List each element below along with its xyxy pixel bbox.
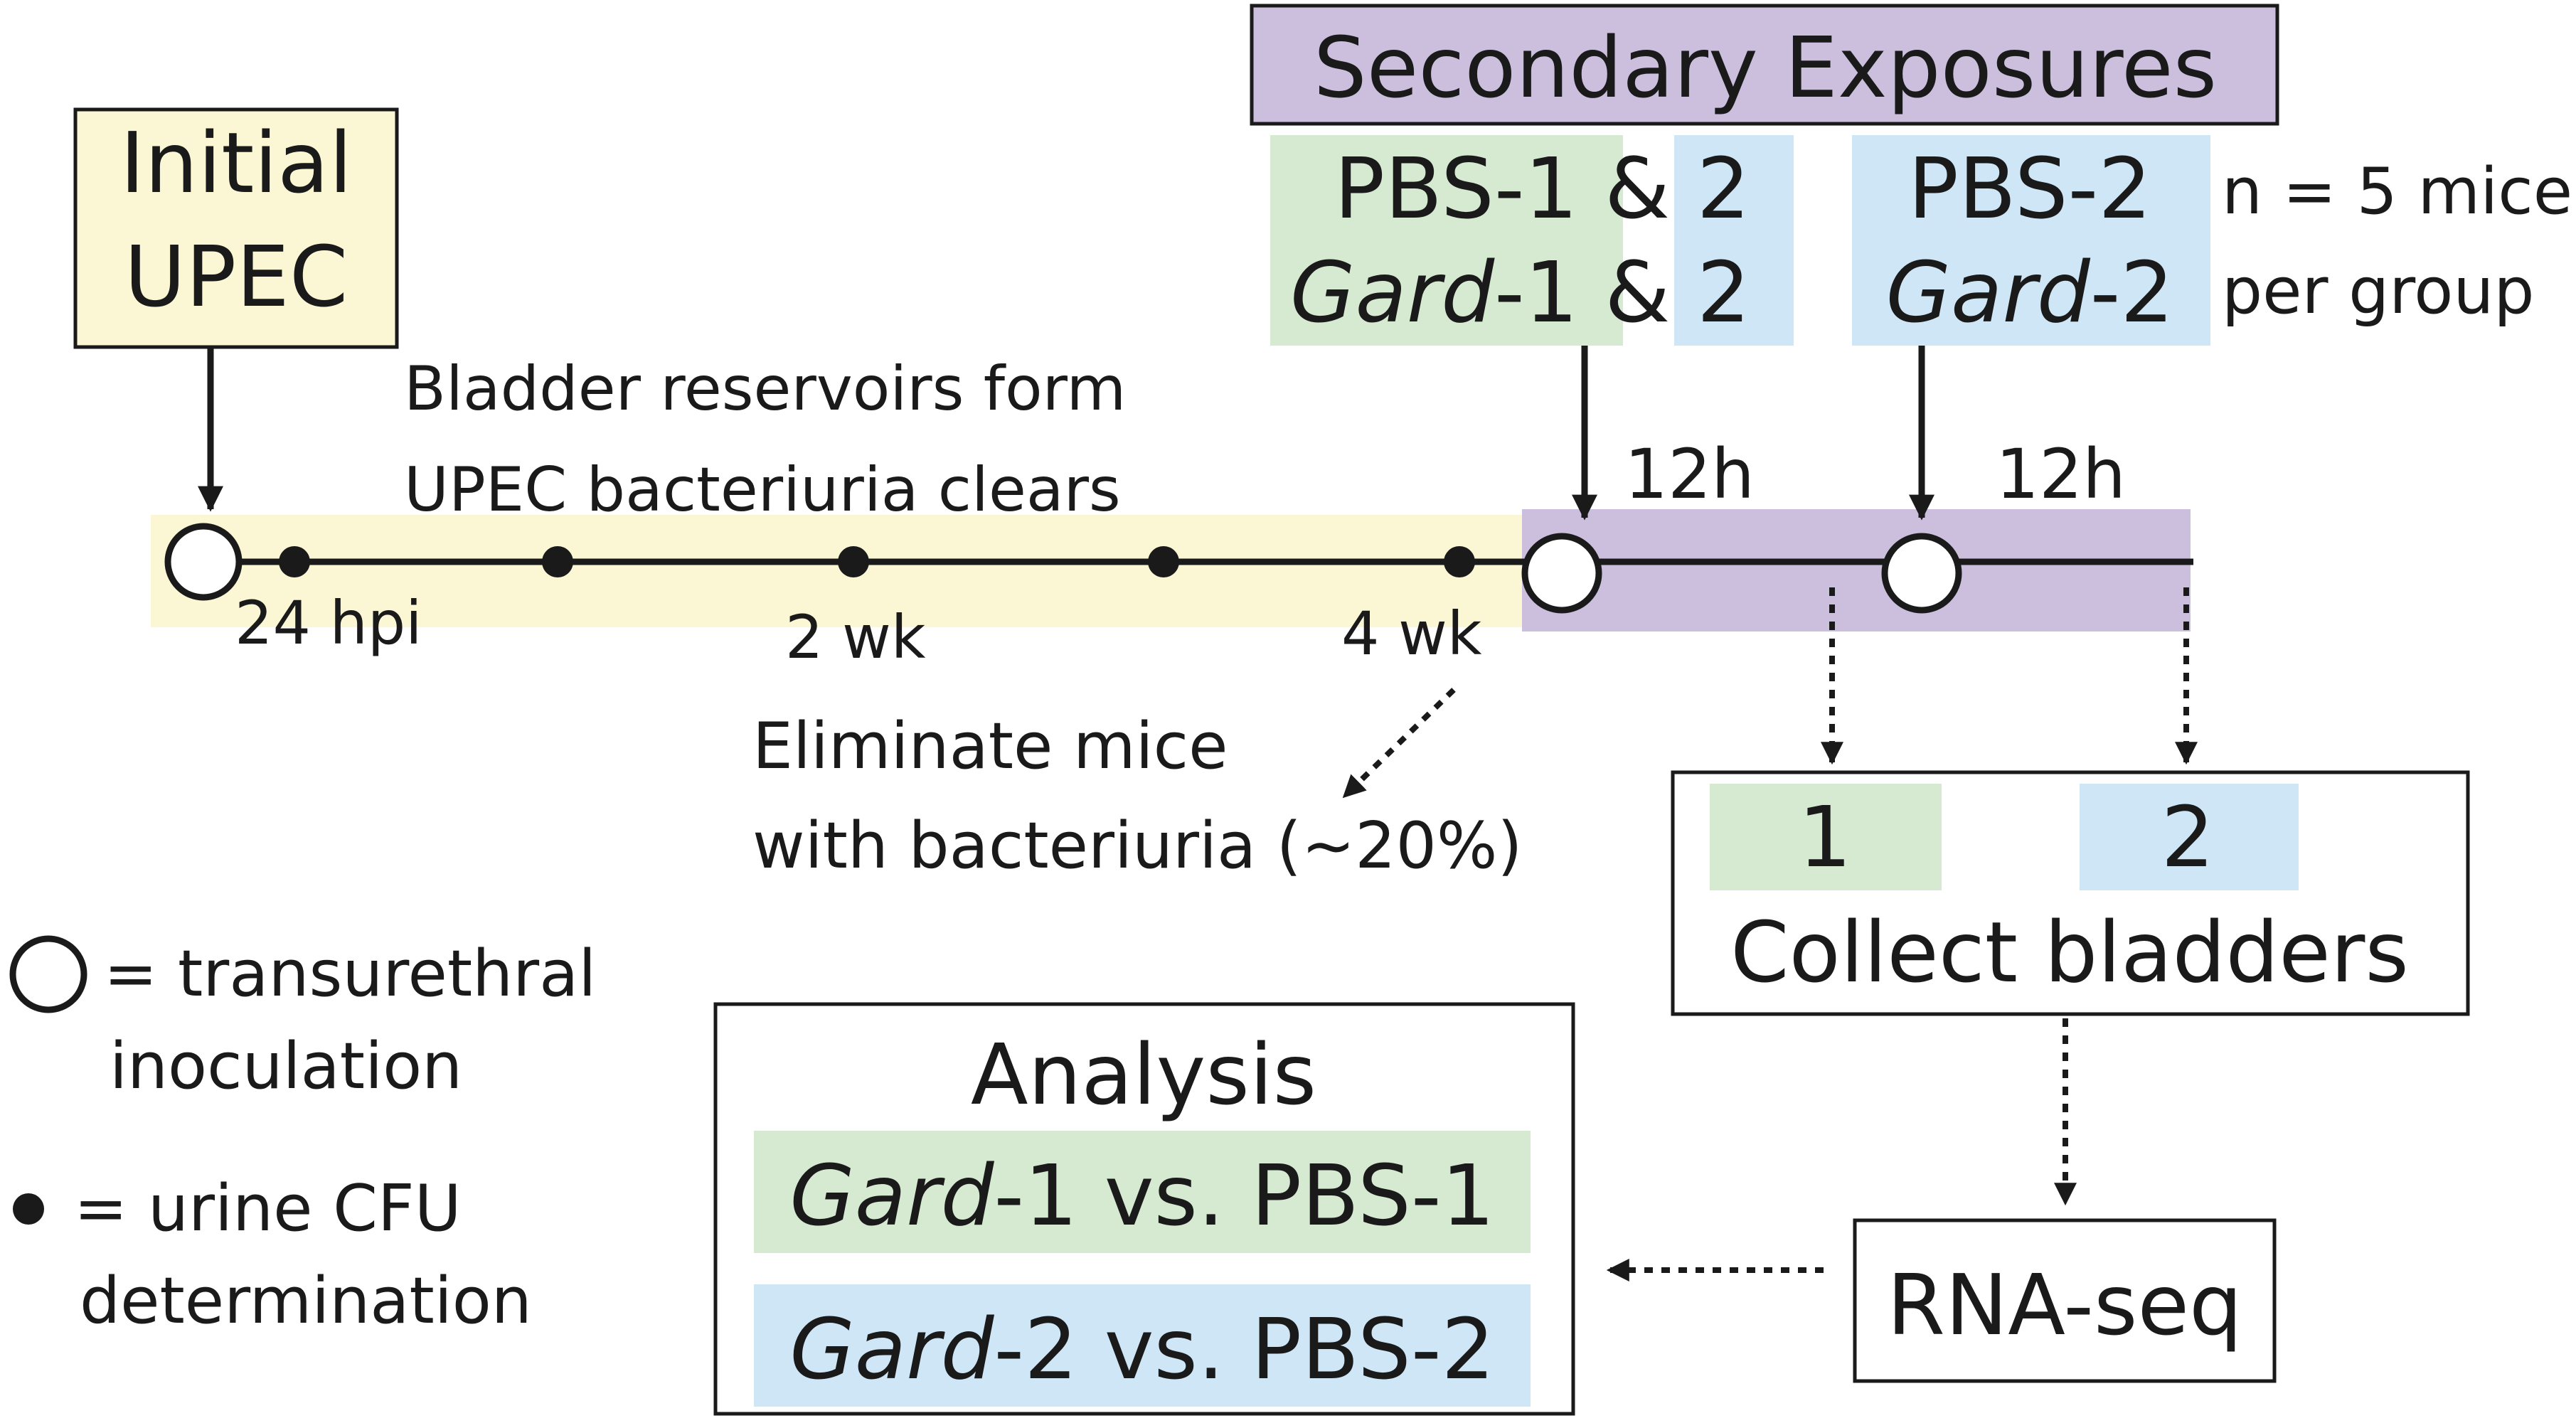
legend-open-line2: inoculation bbox=[110, 1029, 462, 1104]
inoculation-circle-secondary-1 bbox=[1521, 533, 1602, 614]
time-label-4wk: 4 wk bbox=[1341, 599, 1482, 668]
primary-phase-band bbox=[151, 515, 1522, 627]
analysis-row1-bg bbox=[754, 1131, 1531, 1253]
initial-upec-box bbox=[73, 107, 399, 349]
group-size-line2: per group bbox=[2222, 254, 2535, 329]
legend-dot-icon bbox=[13, 1193, 44, 1225]
collect-chip-2: 2 bbox=[2161, 788, 2214, 886]
eliminate-line1: Eliminate mice bbox=[752, 709, 1228, 784]
time-label-24hpi: 24 hpi bbox=[235, 588, 422, 658]
urine-cfu-dot-1wk bbox=[542, 546, 573, 577]
group1-gard-line: Gard-1 & 2 bbox=[1290, 243, 1750, 341]
legend-dot-line2: determination bbox=[80, 1264, 532, 1338]
time-label-2wk: 2 wk bbox=[785, 602, 926, 672]
initial-upec-line2: UPEC bbox=[124, 228, 348, 326]
collect-chip-1-bg bbox=[1710, 784, 1942, 890]
analysis-title: Analysis bbox=[971, 1025, 1316, 1124]
analysis-row2: Gard-2 vs. PBS-2 bbox=[789, 1300, 1494, 1398]
eliminate-line2: with bacteriuria (~20%) bbox=[752, 809, 1522, 883]
bladder-note-line1: Bladder reservoirs form bbox=[404, 353, 1126, 425]
initial-upec-line1: Initial bbox=[120, 114, 353, 212]
time-label-12h-a: 12h bbox=[1624, 435, 1755, 514]
analysis-row2-bg bbox=[754, 1284, 1531, 1407]
legend-dot-line1: = urine CFU bbox=[74, 1171, 462, 1246]
legend-open-circle-icon bbox=[9, 935, 87, 1013]
group-size-line1: n = 5 mice bbox=[2222, 154, 2572, 229]
collect-chip-1: 1 bbox=[1798, 788, 1851, 886]
inoculation-circle-initial bbox=[164, 523, 243, 601]
group1-green-block bbox=[1270, 135, 1623, 346]
rnaseq-box bbox=[1853, 1218, 2277, 1383]
urine-cfu-dot-2wk bbox=[838, 546, 869, 577]
eliminate-arrow bbox=[1342, 688, 1456, 799]
rnaseq-label: RNA-seq bbox=[1887, 1256, 2242, 1354]
bladder-note-line2: UPEC bacteriuria clears bbox=[404, 454, 1121, 526]
urine-cfu-dot-24hpi bbox=[279, 546, 310, 577]
urine-cfu-dot-4wk bbox=[1444, 546, 1475, 577]
legend-open-line1: = transurethral bbox=[104, 937, 596, 1011]
group1-blue-block bbox=[1674, 135, 1794, 346]
group2-pbs-line: PBS-2 bbox=[1908, 139, 2152, 238]
time-label-12h-b: 12h bbox=[1996, 435, 2126, 514]
urine-cfu-dot-3wk bbox=[1148, 546, 1179, 577]
analysis-row1: Gard-1 vs. PBS-1 bbox=[789, 1146, 1494, 1245]
secondary-exposures-title: Secondary Exposures bbox=[1314, 18, 2217, 117]
group2-gard-line: Gard-2 bbox=[1886, 243, 2174, 341]
collect-chip-2-bg bbox=[2080, 784, 2299, 890]
collect-bladders-label: Collect bladders bbox=[1730, 903, 2409, 1001]
secondary-exposures-box bbox=[1250, 4, 2279, 126]
inoculation-circle-secondary-2 bbox=[1881, 533, 1962, 614]
group2-blue-block bbox=[1852, 135, 2210, 346]
group1-pbs-line: PBS-1 & 2 bbox=[1334, 139, 1750, 238]
secondary-phase-band bbox=[1522, 509, 2191, 631]
